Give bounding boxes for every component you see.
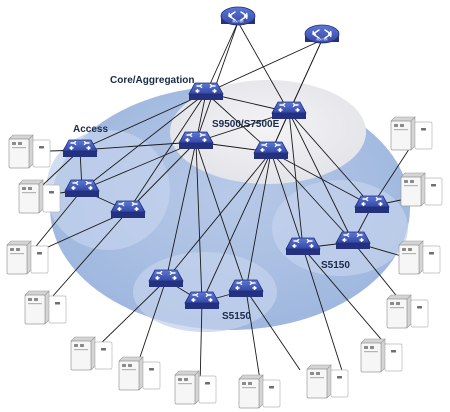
core-switch-3 — [178, 131, 214, 150]
access-switch-right-1 — [354, 195, 390, 214]
access-switch-left-3 — [110, 200, 146, 219]
s5150-bottom-label: S5150 — [222, 311, 251, 322]
router-icon — [304, 24, 340, 44]
wireless-access-point-icon — [386, 294, 429, 329]
access-switch-left-2 — [64, 179, 100, 198]
wireless-access-point-icon — [6, 240, 49, 275]
core-aggregation-label: Core/Aggregation — [110, 75, 194, 86]
wireless-access-point-icon — [400, 172, 443, 207]
wireless-access-point-icon — [390, 116, 433, 151]
access-switch-bottom-2 — [184, 291, 220, 310]
wireless-access-point-icon — [360, 338, 403, 373]
access-switch-bottom-3 — [228, 279, 264, 298]
core-zone — [170, 80, 366, 184]
wireless-access-point-icon — [238, 374, 281, 409]
aggregation-zone-left — [46, 130, 170, 250]
wireless-access-point-icon — [24, 290, 67, 325]
access-switch-right-3 — [335, 231, 371, 250]
access-switch-left-1 — [62, 139, 98, 158]
access-label: Access — [73, 124, 108, 135]
wireless-access-point-icon — [18, 179, 61, 214]
router-left-label: ROUTER — [233, 20, 244, 24]
core-model-label: S9500/S7500E — [212, 119, 280, 130]
wireless-access-point-icon — [306, 364, 349, 399]
s5150-right-label: S5150 — [321, 260, 350, 271]
core-switch-2 — [271, 101, 307, 120]
wireless-access-point-icon — [8, 134, 51, 169]
access-switch-bottom-1 — [148, 269, 184, 288]
wireless-access-point-icon — [174, 370, 217, 405]
wireless-access-point-icon — [398, 240, 441, 275]
wireless-access-point-icon — [118, 356, 161, 391]
router-right-label: ROUTER — [317, 38, 328, 42]
access-switch-right-2 — [285, 237, 321, 256]
router-icon — [220, 6, 256, 26]
core-switch-4 — [253, 141, 289, 160]
router-left: ROUTER — [220, 6, 256, 26]
wireless-access-point-icon — [70, 336, 113, 371]
router-right: ROUTER — [304, 24, 340, 44]
